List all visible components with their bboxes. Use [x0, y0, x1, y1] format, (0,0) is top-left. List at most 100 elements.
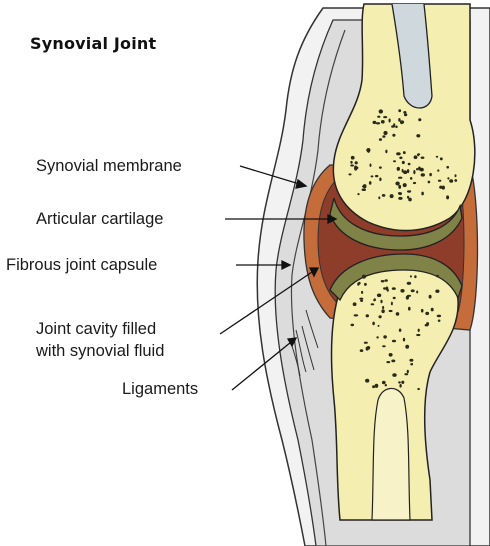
marrow-dot	[417, 388, 420, 390]
marrow-dot	[435, 290, 439, 293]
marrow-dot	[360, 349, 364, 352]
marrow-dot	[409, 359, 413, 362]
marrow-dot	[391, 125, 395, 128]
marrow-dot	[380, 300, 382, 303]
marrow-dot	[421, 192, 424, 196]
marrow-dot	[392, 287, 396, 290]
marrow-dot	[357, 193, 359, 195]
marrow-dot	[389, 353, 393, 357]
marrow-dot	[381, 120, 385, 124]
marrow-dot	[411, 289, 415, 292]
marrow-dot	[379, 109, 383, 113]
marrow-dot	[401, 381, 404, 384]
marrow-dot	[382, 345, 386, 347]
marrow-dot	[417, 154, 419, 157]
marrow-dot	[408, 307, 411, 311]
marrow-dot	[455, 174, 457, 177]
marrow-dot	[407, 370, 409, 374]
marrow-dot	[355, 161, 358, 164]
marrow-dot	[426, 322, 429, 325]
marrow-dot	[350, 164, 354, 166]
marrow-dot	[413, 182, 416, 184]
marrow-dot	[421, 173, 425, 176]
label-ligaments: Ligaments	[122, 378, 198, 400]
marrow-dot	[404, 373, 408, 375]
marrow-dot	[403, 111, 406, 114]
marrow-dot	[372, 322, 375, 326]
marrow-dot	[425, 312, 429, 315]
marrow-dot	[442, 186, 445, 190]
marrow-dot	[377, 116, 380, 118]
marrow-dot	[403, 170, 407, 174]
label-joint-cavity-line1: Joint cavity filled	[36, 318, 164, 340]
marrow-dot	[403, 183, 407, 187]
marrow-dot	[379, 138, 382, 141]
marrow-dot	[418, 167, 421, 171]
label-joint-cavity-line2: with synovial fluid	[36, 340, 164, 362]
marrow-dot	[379, 315, 382, 318]
marrow-dot	[369, 181, 372, 185]
marrow-dot	[437, 169, 439, 171]
marrow-dot	[372, 385, 375, 388]
marrow-dot	[399, 329, 402, 332]
marrow-dot	[407, 190, 411, 192]
marrow-dot	[393, 297, 396, 299]
marrow-dot	[397, 167, 400, 171]
marrow-dot	[418, 329, 420, 332]
marrow-dot	[398, 118, 400, 122]
marrow-dot	[381, 280, 385, 282]
marrow-dot	[351, 324, 355, 327]
marrow-dot	[410, 275, 412, 277]
marrow-dot	[377, 294, 381, 298]
marrow-dot	[379, 166, 382, 168]
marrow-dot	[428, 181, 431, 184]
marrow-dot	[393, 160, 396, 162]
marrow-dot	[395, 126, 397, 129]
marrow-dot	[391, 302, 393, 306]
marrow-dot	[373, 121, 377, 124]
marrow-dot	[378, 325, 380, 327]
marrow-dot	[383, 116, 387, 118]
marrow-dot	[391, 360, 395, 363]
marrow-dot	[416, 334, 420, 336]
marrow-dot	[446, 166, 449, 169]
marrow-dot	[398, 177, 402, 179]
marrow-dot	[382, 306, 384, 309]
marrow-dot	[366, 314, 369, 317]
marrow-dot	[363, 184, 367, 188]
marrow-dot	[373, 299, 375, 301]
label-fibrous-joint-capsule: Fibrous joint capsule	[6, 254, 157, 276]
marrow-dot	[405, 345, 409, 349]
marrow-dot	[351, 156, 355, 160]
marrow-dot	[361, 291, 363, 294]
marrow-dot	[398, 192, 401, 194]
marrow-dot	[350, 161, 352, 164]
marrow-dot	[378, 196, 380, 199]
marrow-dot	[407, 295, 411, 297]
marrow-dot	[392, 134, 395, 137]
marrow-dot	[399, 157, 402, 160]
marrow-dot	[398, 197, 402, 200]
marrow-dot	[416, 168, 418, 170]
marrow-dot	[381, 309, 384, 313]
marrow-dot	[371, 175, 374, 177]
marrow-dot	[371, 303, 375, 305]
marrow-dot	[370, 164, 372, 167]
marrow-dot	[353, 302, 357, 306]
marrow-dot	[354, 314, 359, 316]
marrow-dot	[436, 156, 438, 158]
label-joint-cavity: Joint cavity filled with synovial fluid	[36, 318, 164, 362]
marrow-dot	[449, 179, 453, 183]
marrow-dot	[402, 161, 405, 164]
marrow-dot	[400, 120, 404, 123]
marrow-dot	[398, 109, 401, 112]
marrow-dot	[385, 384, 387, 386]
marrow-dot	[367, 346, 371, 350]
marrow-dot	[392, 373, 396, 377]
marrow-dot	[395, 182, 399, 186]
marrow-dot	[438, 320, 441, 322]
marrow-dot	[431, 308, 434, 312]
marrow-dot	[410, 177, 412, 180]
marrow-dot	[403, 338, 405, 342]
marrow-dot	[398, 185, 401, 189]
